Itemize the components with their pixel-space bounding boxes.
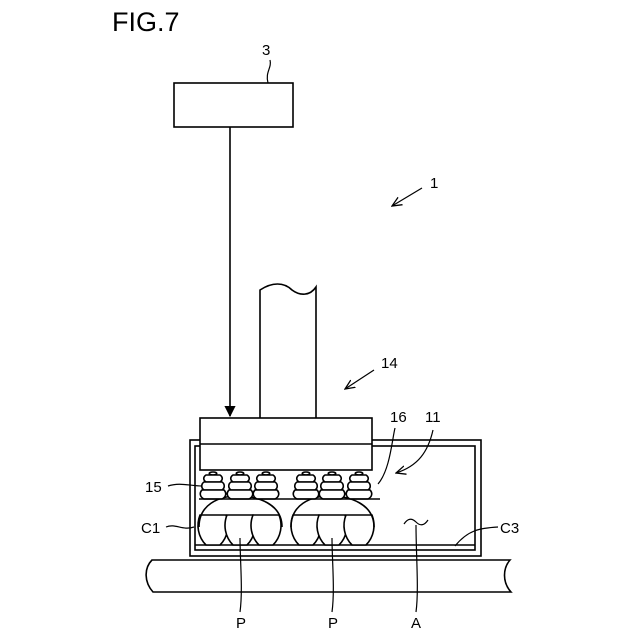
controller-label: 3: [262, 42, 270, 59]
product-leader-left: [240, 538, 241, 612]
hand-arrow: [345, 370, 374, 389]
bracket-label: 16: [390, 409, 407, 426]
area-wave: [404, 519, 428, 525]
controller-box: [174, 83, 293, 127]
robot-arm: [260, 284, 316, 418]
product-label-left: P: [236, 615, 246, 632]
container-arrow: [396, 430, 433, 473]
suction-pad-leader: [168, 484, 202, 486]
figure-title: FIG.7: [112, 7, 180, 37]
product-leader-right: [332, 538, 333, 612]
product-label-right: P: [328, 615, 338, 632]
bottom-wall-label: C3: [500, 520, 519, 537]
container-label: 11: [425, 409, 441, 426]
suction-pads-right: [293, 472, 371, 499]
hand-label: 14: [381, 355, 398, 372]
controller-leader: [267, 60, 270, 83]
suction-pads-left: [200, 472, 278, 499]
area-leader: [416, 525, 417, 612]
suction-pad-label: 15: [145, 479, 162, 496]
floor-conveyor: [146, 560, 511, 592]
bottom-wall-leader: [455, 527, 498, 546]
bracket-leader: [378, 428, 395, 484]
device-label: 1: [430, 175, 438, 192]
device-arrow: [392, 188, 422, 206]
left-wall-label: C1: [141, 520, 160, 537]
area-label: A: [411, 615, 421, 632]
